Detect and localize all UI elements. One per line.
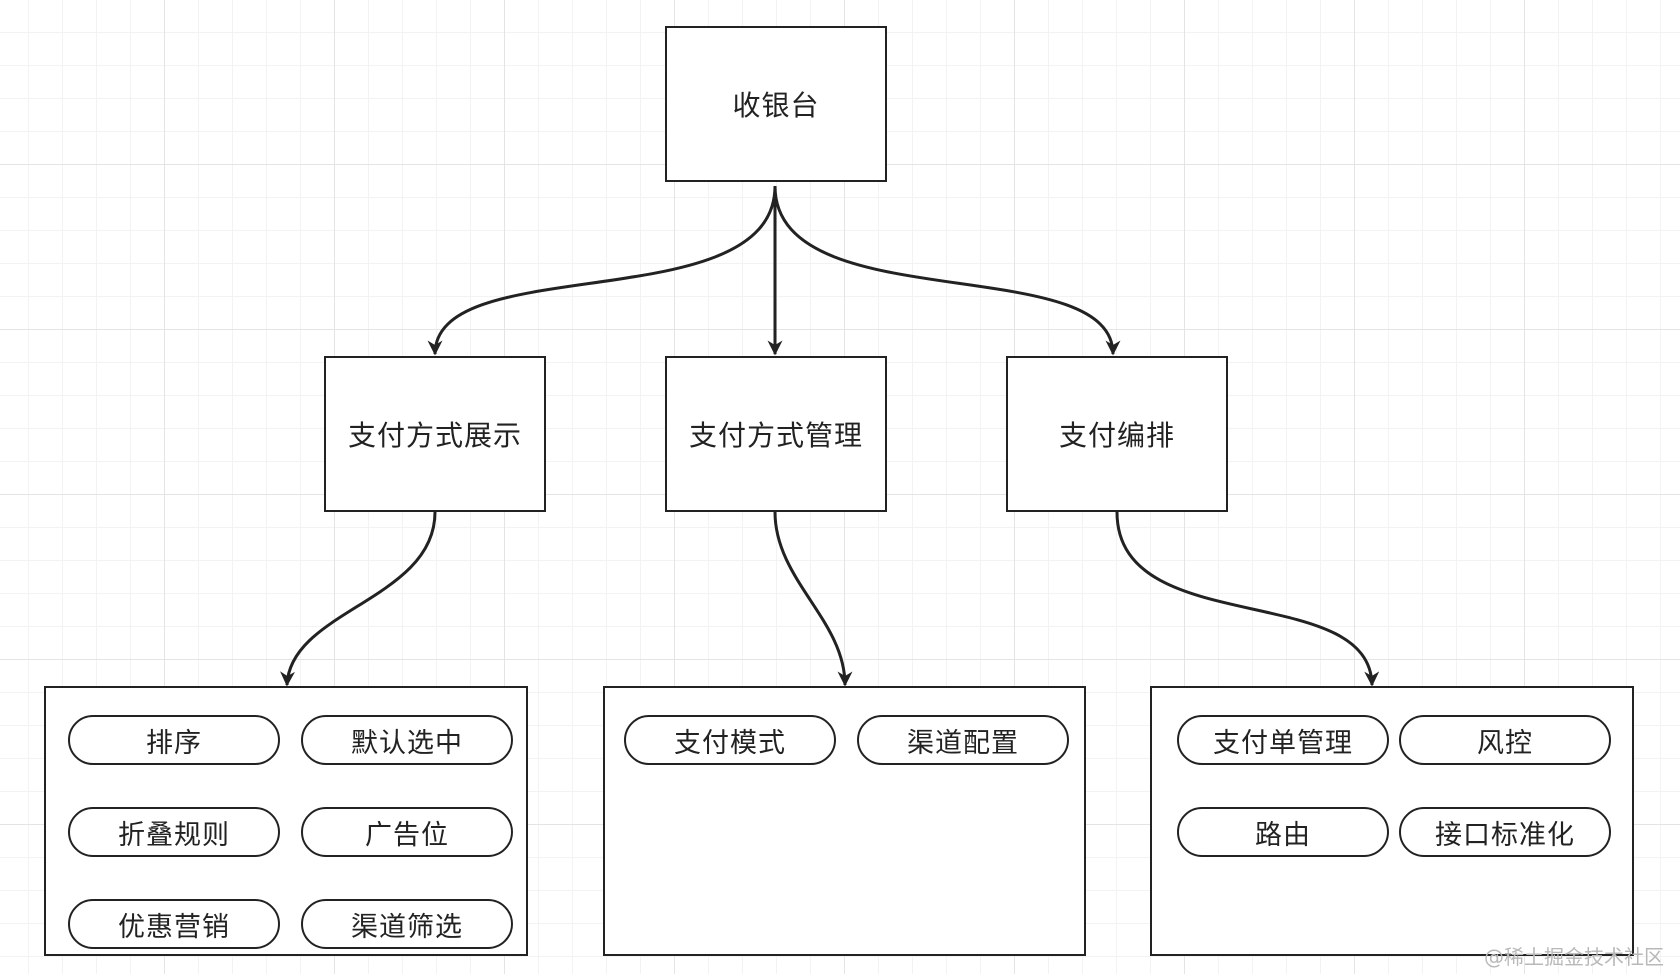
feature-group-display: 排序 默认选中 折叠规则 广告位 优惠营销 渠道筛选 bbox=[44, 686, 528, 956]
root-node-label: 收银台 bbox=[732, 89, 820, 122]
edge-management-to-group bbox=[773, 511, 853, 687]
feature-label: 路由 bbox=[1255, 819, 1311, 851]
category-label: 支付方式管理 bbox=[688, 419, 863, 452]
feature-label: 优惠营销 bbox=[118, 911, 230, 943]
feature-label: 支付模式 bbox=[674, 727, 786, 759]
feature-label: 排序 bbox=[146, 727, 202, 759]
feature-label: 支付单管理 bbox=[1213, 727, 1353, 759]
watermark: @稀土掘金技术社区 bbox=[1484, 945, 1664, 969]
feature-pill: 排序 bbox=[68, 715, 280, 765]
feature-pill: 默认选中 bbox=[301, 715, 513, 765]
feature-pill: 优惠营销 bbox=[68, 899, 280, 949]
feature-pill: 接口标准化 bbox=[1399, 807, 1611, 857]
feature-pill: 渠道配置 bbox=[857, 715, 1069, 765]
feature-label: 默认选中 bbox=[351, 727, 463, 759]
feature-label: 折叠规则 bbox=[118, 819, 230, 851]
root-node: 收银台 bbox=[665, 26, 887, 182]
feature-pill: 支付模式 bbox=[624, 715, 836, 765]
category-label: 支付方式展示 bbox=[347, 419, 522, 452]
feature-pill: 广告位 bbox=[301, 807, 513, 857]
feature-label: 风控 bbox=[1477, 727, 1533, 759]
category-node-orchestration: 支付编排 bbox=[1006, 356, 1228, 512]
category-label: 支付编排 bbox=[1058, 419, 1175, 452]
edge-orchestration-to-group bbox=[1115, 511, 1380, 687]
feature-pill: 风控 bbox=[1399, 715, 1611, 765]
feature-label: 渠道筛选 bbox=[351, 911, 463, 943]
edge-root-to-display bbox=[427, 185, 777, 356]
feature-label: 接口标准化 bbox=[1435, 819, 1575, 851]
edge-root-to-orchestration bbox=[773, 185, 1121, 356]
feature-pill: 路由 bbox=[1177, 807, 1389, 857]
feature-group-orchestration: 支付单管理 风控 路由 接口标准化 bbox=[1150, 686, 1634, 956]
edge-display-to-group bbox=[280, 511, 437, 687]
category-node-display: 支付方式展示 bbox=[324, 356, 546, 512]
feature-pill: 支付单管理 bbox=[1177, 715, 1389, 765]
feature-pill: 折叠规则 bbox=[68, 807, 280, 857]
category-node-management: 支付方式管理 bbox=[665, 356, 887, 512]
feature-group-management: 支付模式 渠道配置 bbox=[603, 686, 1086, 956]
feature-label: 广告位 bbox=[365, 819, 449, 851]
feature-pill: 渠道筛选 bbox=[301, 899, 513, 949]
feature-label: 渠道配置 bbox=[907, 727, 1019, 759]
